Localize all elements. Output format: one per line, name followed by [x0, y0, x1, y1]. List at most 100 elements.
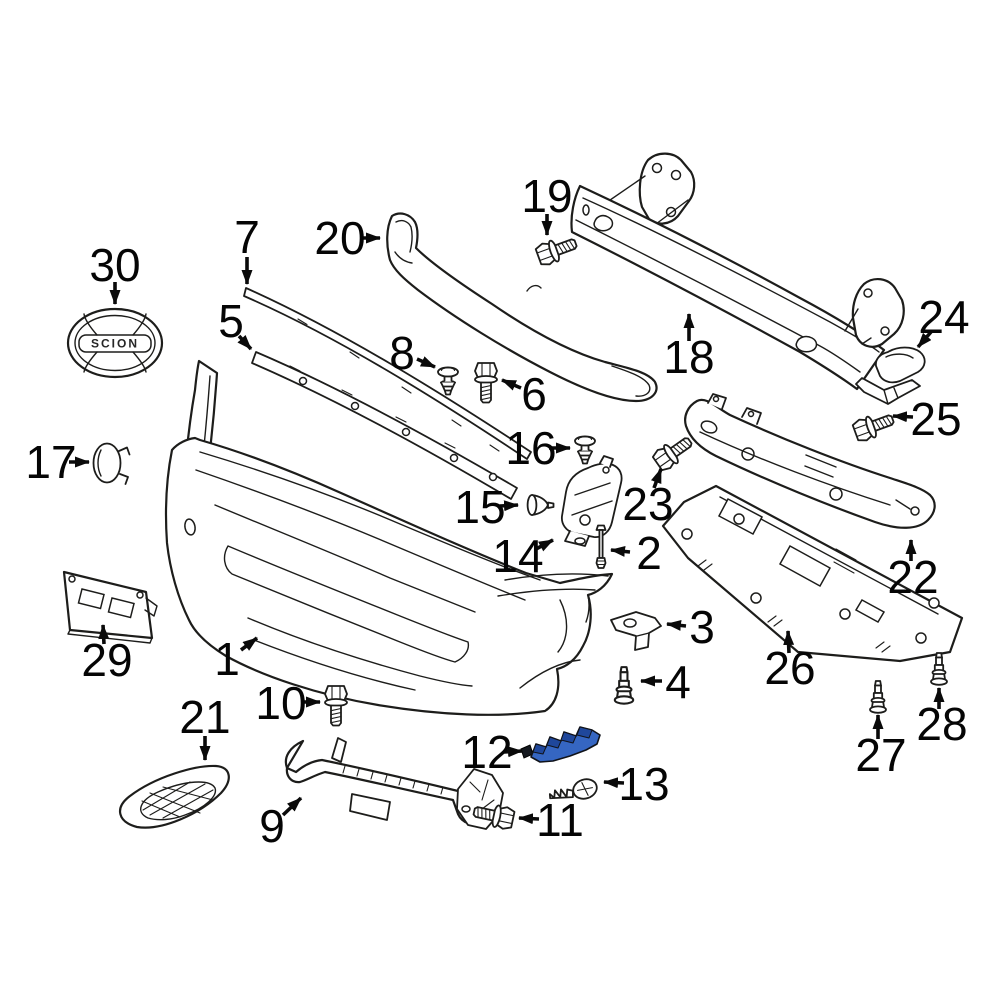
- callout-16-label: 16: [505, 422, 556, 474]
- callout-26: 26: [764, 630, 816, 694]
- callout-5-label: 5: [218, 295, 244, 347]
- callout-29-arrow: [98, 624, 110, 645]
- bolt-23: [650, 431, 698, 474]
- license-bracket-drawing: [62, 570, 158, 644]
- cap-part-drawing: [92, 442, 131, 485]
- callout-2-arrow: [610, 545, 631, 557]
- callout-25-arrow: [892, 411, 914, 423]
- callout-20: 20: [314, 212, 381, 264]
- emblem-text: SCION: [91, 337, 139, 351]
- callout-26-arrow: [783, 630, 795, 654]
- callout-4: 4: [640, 656, 691, 708]
- callout-7: 7: [234, 211, 260, 285]
- callout-24-arrow: [916, 330, 933, 349]
- rivet-4: [613, 666, 635, 705]
- callout-15-arrow: [499, 500, 519, 512]
- corner-bracket-drawing: [855, 346, 926, 405]
- energy-absorber-drawing: [386, 212, 658, 403]
- callout-27: 27: [855, 714, 907, 781]
- callout-30: 30: [89, 239, 141, 305]
- callout-17-label: 17: [25, 436, 76, 488]
- rivet-27: [869, 680, 887, 714]
- callout-6: 6: [501, 368, 547, 420]
- callout-19-label: 19: [521, 170, 572, 222]
- callout-23-label: 23: [622, 478, 673, 530]
- bolt-10: [324, 685, 348, 727]
- callout-15-label: 15: [454, 481, 505, 533]
- callout-23: 23: [622, 468, 674, 530]
- callout-9: 9: [259, 796, 303, 852]
- callout-4-label: 4: [665, 656, 691, 708]
- fog-cover-drawing: [119, 764, 230, 829]
- callout-13-arrow: [603, 777, 625, 789]
- callout-14: 14: [492, 530, 554, 582]
- callout-8: 8: [389, 327, 436, 379]
- callout-14-label: 14: [492, 530, 543, 582]
- callout-13-label: 13: [618, 758, 669, 810]
- callout-12: 12: [461, 726, 523, 778]
- callout-12-label: 12: [461, 726, 512, 778]
- callout-3-arrow: [666, 619, 687, 631]
- callout-5: 5: [218, 295, 253, 351]
- callout-9-label: 9: [259, 800, 285, 852]
- callout-3-label: 3: [689, 601, 715, 653]
- callout-27-label: 27: [855, 729, 906, 781]
- callout-11-label: 11: [536, 794, 584, 846]
- callout-13: 13: [603, 758, 670, 810]
- callout-24: 24: [916, 291, 970, 349]
- callout-1-label: 1: [214, 633, 240, 685]
- callout-6-arrow: [501, 378, 522, 391]
- callout-10-label: 10: [255, 677, 306, 729]
- callout-21-label: 21: [179, 691, 230, 743]
- scion-emblem-drawing: SCION: [66, 307, 164, 379]
- callout-18: 18: [663, 313, 715, 383]
- callout-15: 15: [454, 481, 519, 533]
- bumper-cover-drawing: [164, 359, 614, 716]
- callout-8-arrow: [416, 356, 436, 369]
- small-bracket-drawing: [610, 611, 662, 651]
- under-cover-drawing: [661, 484, 964, 663]
- bolt-25: [850, 407, 898, 444]
- callout-25-label: 25: [910, 393, 961, 445]
- callout-7-label: 7: [234, 211, 260, 263]
- callouts-layer: 1 2 3 4 5 6 7 8: [25, 170, 969, 852]
- clip-8: [437, 366, 459, 396]
- callout-12-arrow: [503, 746, 523, 758]
- highlighted-side-bracket-drawing: [520, 726, 601, 763]
- bolt-19: [533, 231, 581, 268]
- callout-16: 16: [505, 422, 571, 474]
- callout-2: 2: [610, 527, 662, 579]
- callout-22-label: 22: [887, 551, 938, 603]
- callout-22: 22: [887, 539, 939, 603]
- callout-9-arrow: [281, 796, 303, 817]
- upper-strip-drawing: [243, 287, 532, 460]
- callout-17: 17: [25, 436, 90, 488]
- callout-19: 19: [521, 170, 573, 236]
- callout-14-arrow: [535, 538, 554, 552]
- callout-6-label: 6: [521, 368, 547, 420]
- callout-8-label: 8: [389, 327, 415, 379]
- reinforcement-beam-drawing: [570, 152, 905, 391]
- callout-28: 28: [916, 687, 968, 750]
- callout-10: 10: [255, 677, 321, 729]
- callout-11-arrow: [518, 813, 540, 825]
- lower-strip-drawing: [251, 351, 518, 500]
- callout-3: 3: [666, 601, 715, 653]
- callout-1: 1: [214, 633, 259, 685]
- callout-5-arrow: [237, 334, 253, 351]
- callout-1-arrow: [239, 636, 259, 652]
- callout-26-label: 26: [764, 642, 815, 694]
- callout-21: 21: [179, 691, 231, 761]
- callout-18-label: 18: [663, 331, 714, 383]
- callout-29-label: 29: [81, 634, 132, 686]
- callout-28-label: 28: [916, 698, 967, 750]
- bolt-6: [474, 362, 498, 404]
- callout-25: 25: [892, 393, 962, 445]
- grommet-15: [526, 494, 555, 516]
- side-support-bracket-drawing: [561, 455, 623, 547]
- callout-2-label: 2: [636, 527, 662, 579]
- callout-23-arrow: [650, 468, 663, 489]
- callout-24-label: 24: [918, 291, 969, 343]
